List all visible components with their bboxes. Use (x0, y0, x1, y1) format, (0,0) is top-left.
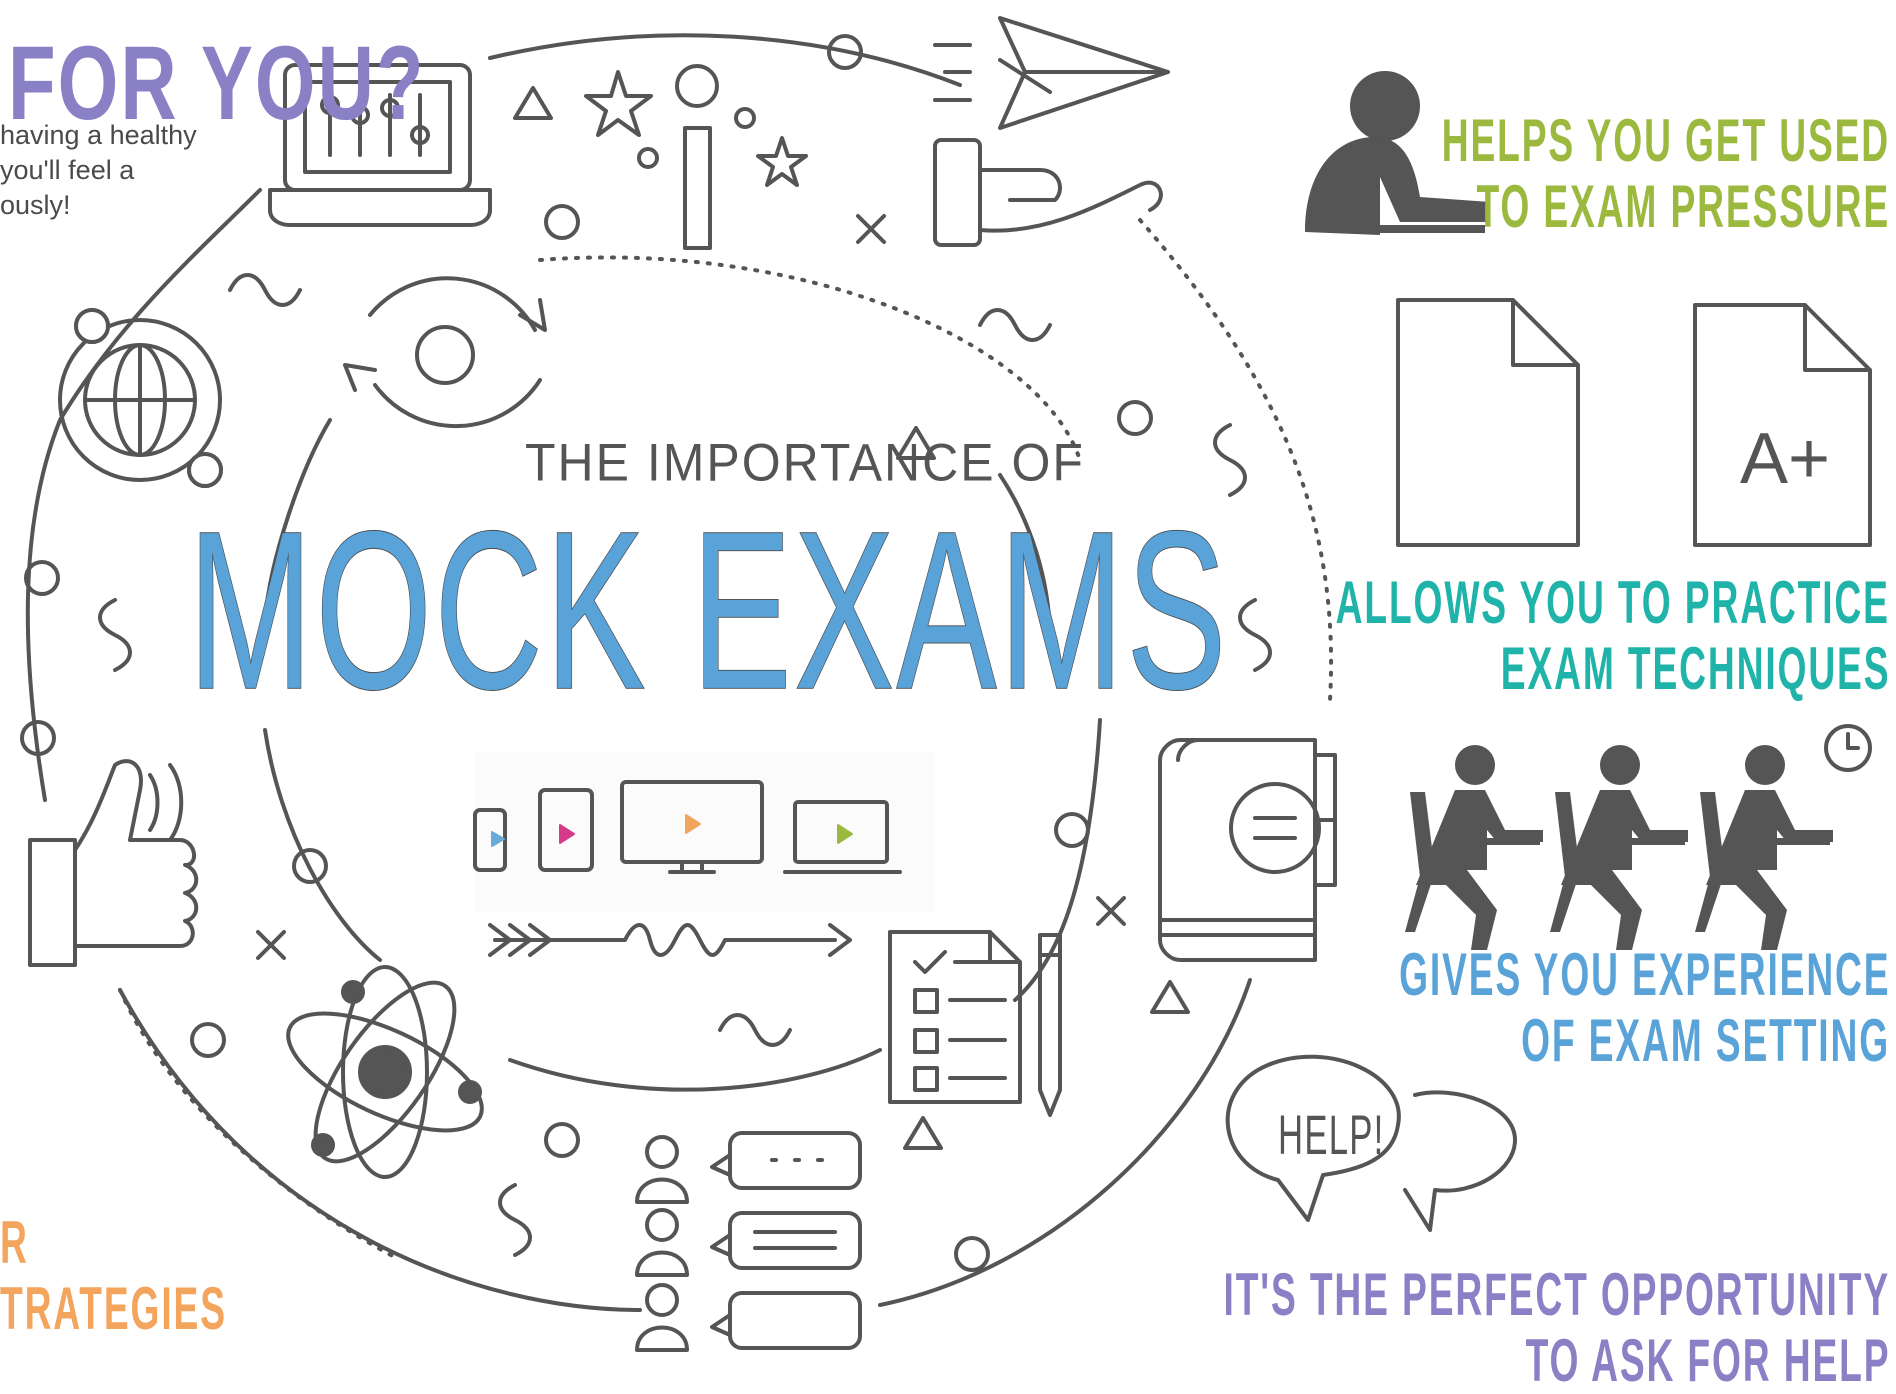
title-tagline: THE IMPORTANCE OF (525, 433, 1085, 492)
benefit-line: GIVES YOU EXPERIENCE (1398, 941, 1890, 1008)
intro-line: ously! (0, 190, 71, 220)
page-heading: FOR YOU? (8, 23, 426, 143)
partial-line: R (0, 1209, 29, 1276)
benefit-line: TO ASK FOR HELP (1525, 1327, 1890, 1394)
benefit-line: IT'S THE PERFECT OPPORTUNITY (1223, 1261, 1890, 1328)
benefit-exam-pressure: HELPS YOU GET USED TO EXAM PRESSURE (1167, 108, 1890, 240)
intro-line: you'll feel a (0, 155, 135, 185)
intro-line: having a healthy (0, 120, 197, 150)
intro-text: having a healthy you'll feel a ously! (0, 118, 230, 223)
benefit-line: ALLOWS YOU TO PRACTICE (1335, 569, 1890, 636)
benefit-line: OF EXAM SETTING (1521, 1007, 1890, 1074)
grade-label: A+ (1740, 419, 1831, 499)
benefit-ask-for-help: IT'S THE PERFECT OPPORTUNITY TO ASK FOR … (815, 1262, 1890, 1394)
benefit-line: TO EXAM PRESSURE (1476, 173, 1890, 240)
strategies-partial-text: R TRATEGIES (0, 1210, 366, 1342)
main-title: MOCK EXAMS (187, 484, 1229, 736)
benefit-line: HELPS YOU GET USED (1441, 107, 1890, 174)
benefit-exam-setting: GIVES YOU EXPERIENCE OF EXAM SETTING (1098, 942, 1890, 1074)
help-bubble-text: HELP! (1278, 1103, 1385, 1166)
partial-line: TRATEGIES (0, 1275, 227, 1342)
benefit-line: EXAM TECHNIQUES (1500, 635, 1890, 702)
benefit-exam-techniques: ALLOWS YOU TO PRACTICE EXAM TECHNIQUES (996, 570, 1890, 702)
